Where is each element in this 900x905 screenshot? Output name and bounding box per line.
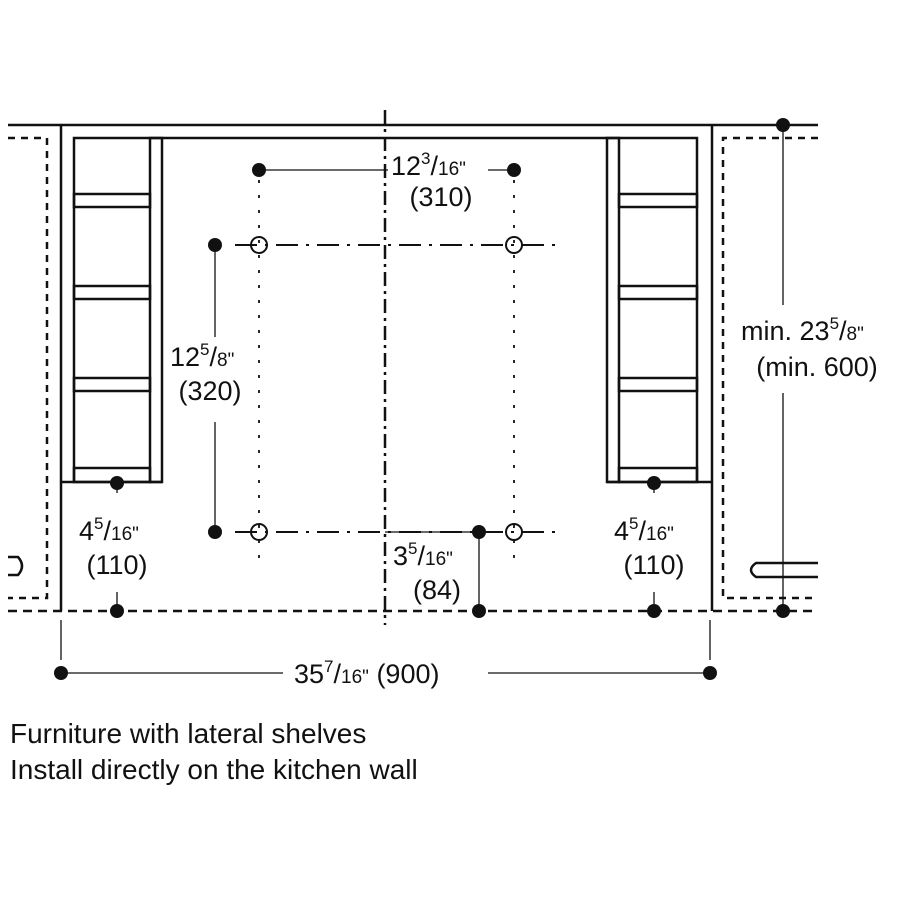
left-neighbour-outline [8, 136, 49, 600]
height-metric: (320) [178, 376, 241, 406]
dim-dot [208, 238, 222, 252]
left-shelf-post [148, 136, 164, 484]
dim-dot [703, 666, 717, 680]
dim-dot [252, 163, 266, 177]
dim-dot [110, 604, 124, 618]
caption-line-1: Furniture with lateral shelves [10, 718, 367, 749]
right-offset-metric: (110) [623, 550, 684, 580]
right-neighbour-outline [721, 136, 818, 600]
center-offset-metric: (84) [413, 575, 461, 605]
total-width-label: 357/16" (900) [294, 657, 439, 689]
mount-hole-top-left [250, 236, 268, 254]
dim-dot [647, 476, 661, 490]
center-offset-label: 35/16" [393, 539, 453, 571]
dim-dot [776, 118, 790, 132]
min-height-metric: (min. 600) [756, 352, 878, 382]
left-shelf-1 [72, 192, 152, 209]
left-offset-metric: (110) [86, 550, 147, 580]
right-shelf-3 [617, 376, 699, 393]
left-offset-label: 45/16" [79, 514, 139, 546]
left-shelf-2 [72, 284, 152, 301]
right-handle-icon [749, 561, 818, 579]
caption-line-2: Install directly on the kitchen wall [10, 754, 418, 785]
mount-hole-bottom-left [250, 523, 268, 541]
dim-dot [208, 525, 222, 539]
left-handle-icon [8, 555, 24, 577]
top-width-metric: (310) [409, 182, 472, 212]
min-height-label: min. 235/8" [741, 314, 864, 346]
dim-dot [54, 666, 68, 680]
dim-dot [507, 163, 521, 177]
dim-dot [110, 476, 124, 490]
dim-dot [472, 604, 486, 618]
top-width-label: 123/16" [391, 149, 466, 181]
right-shelf-2 [617, 284, 699, 301]
dim-dot [776, 604, 790, 618]
height-label: 125/8" [170, 340, 234, 372]
right-offset-label: 45/16" [614, 514, 674, 546]
dim-dot [647, 604, 661, 618]
mount-hole-top-right [505, 236, 523, 254]
mount-hole-bottom-right [505, 523, 523, 541]
left-shelf-3 [72, 376, 152, 393]
dim-dot [472, 525, 486, 539]
right-shelf-post [605, 136, 621, 484]
right-shelf-1 [617, 192, 699, 209]
